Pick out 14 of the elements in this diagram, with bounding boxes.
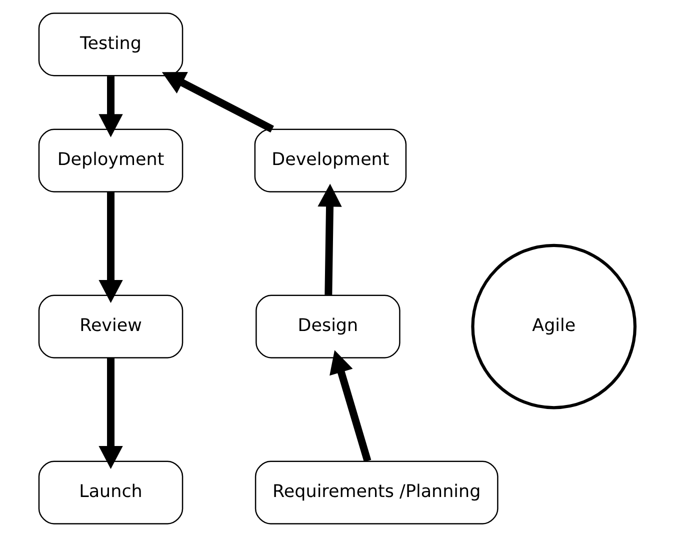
arrow <box>98 358 122 469</box>
node-box: Design <box>255 294 400 358</box>
arrow <box>317 184 342 295</box>
node-box: Testing <box>38 12 183 76</box>
arrow <box>98 76 122 138</box>
arrow <box>161 72 274 133</box>
node-circle: Agile <box>470 244 636 410</box>
arrow <box>329 350 371 462</box>
node-box: Deployment <box>38 128 183 192</box>
node-box: Launch <box>38 460 183 524</box>
node-box: Requirements /Planning <box>254 460 498 524</box>
node-box: Review <box>38 294 183 358</box>
node-box: Development <box>254 128 406 192</box>
arrow <box>98 192 122 303</box>
